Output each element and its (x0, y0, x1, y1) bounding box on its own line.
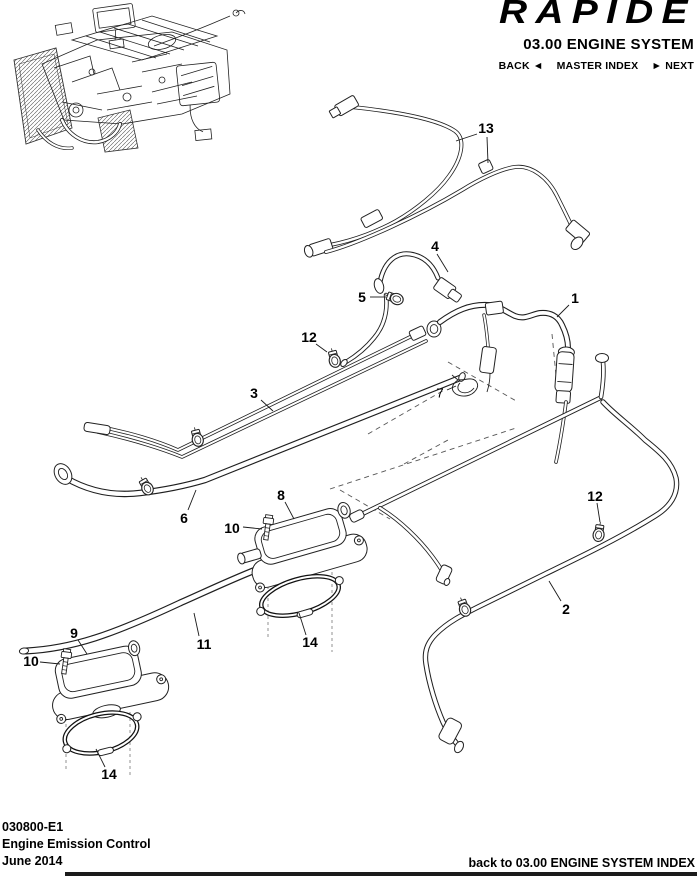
callout-5: 5 (358, 289, 366, 305)
leader-line (486, 136, 489, 164)
phantom-outline (329, 333, 559, 520)
callout-11: 11 (196, 636, 212, 652)
leader-line (436, 253, 449, 273)
brand-wordmark: RAPIDE (499, 0, 696, 30)
callout-14: 14 (302, 634, 318, 650)
callout-13: 13 (478, 120, 494, 136)
next-link[interactable]: ► NEXT (651, 60, 694, 72)
callout-2: 2 (562, 601, 570, 617)
separator-8 (237, 501, 368, 652)
hose-1 (437, 300, 575, 464)
back-to-index-link[interactable]: back to 03.00 ENGINE SYSTEM INDEX (468, 856, 695, 870)
separator-9-cover (54, 645, 142, 699)
callout-10: 10 (224, 520, 240, 536)
header-nav: BACK ◄ MASTER INDEX ► NEXT (499, 60, 694, 72)
leader-line (39, 661, 61, 665)
ecu-module (92, 3, 136, 50)
callout-12: 12 (587, 488, 603, 504)
pipe-3 (83, 320, 442, 459)
callout-1: 1 (571, 290, 579, 306)
hose-6 (53, 372, 466, 498)
back-link[interactable]: BACK ◄ (498, 60, 544, 72)
leader-line (77, 639, 88, 655)
window-edge-bar (65, 872, 697, 876)
back-arrow-icon: ◄ (532, 60, 544, 72)
gasket-14-upper (256, 574, 344, 619)
leader-line (298, 612, 307, 636)
callout-4: 4 (431, 238, 439, 254)
engine-pipe (153, 15, 231, 47)
leader-line (187, 489, 197, 511)
leader-line (596, 502, 601, 523)
leader-line (556, 304, 570, 318)
engine-block (41, 31, 231, 125)
leader-line (548, 580, 562, 602)
callout-3: 3 (250, 385, 258, 401)
leader-line (95, 748, 106, 768)
leader-line (260, 399, 274, 412)
clip-7 (451, 374, 479, 397)
leader-line (193, 612, 200, 637)
leader-line (242, 526, 263, 530)
hose-4 (340, 251, 462, 367)
document-title: Engine Emission Control (2, 837, 151, 851)
section-title: 03.00 ENGINE SYSTEM (523, 36, 694, 53)
callout-7: 7 (436, 385, 444, 401)
harness-13 (303, 95, 591, 258)
sensor-on-hose-1 (554, 346, 575, 404)
callout-10: 10 (23, 653, 39, 669)
footer-info: 030800-E1 Engine Emission Control June 2… (2, 819, 151, 870)
hose-2 (349, 353, 680, 754)
gasket-14-lower (62, 710, 142, 757)
callout-12: 12 (301, 329, 317, 345)
leader-line (455, 133, 478, 142)
master-index-link[interactable]: MASTER INDEX (556, 60, 639, 72)
intake-manifold (70, 15, 219, 61)
side-module (175, 61, 221, 141)
document-number: 030800-E1 (2, 820, 64, 834)
callout-9: 9 (70, 625, 78, 641)
engine-overview-illustration (13, 3, 246, 153)
leader-line (284, 501, 295, 520)
separator-9 (52, 640, 170, 775)
leader-line (315, 343, 328, 353)
next-arrow-icon: ► (651, 60, 663, 72)
callout-8: 8 (277, 487, 285, 503)
callout-14: 14 (101, 766, 117, 782)
callout-6: 6 (180, 510, 188, 526)
leader-line (446, 385, 457, 391)
document-date: June 2014 (2, 854, 63, 868)
